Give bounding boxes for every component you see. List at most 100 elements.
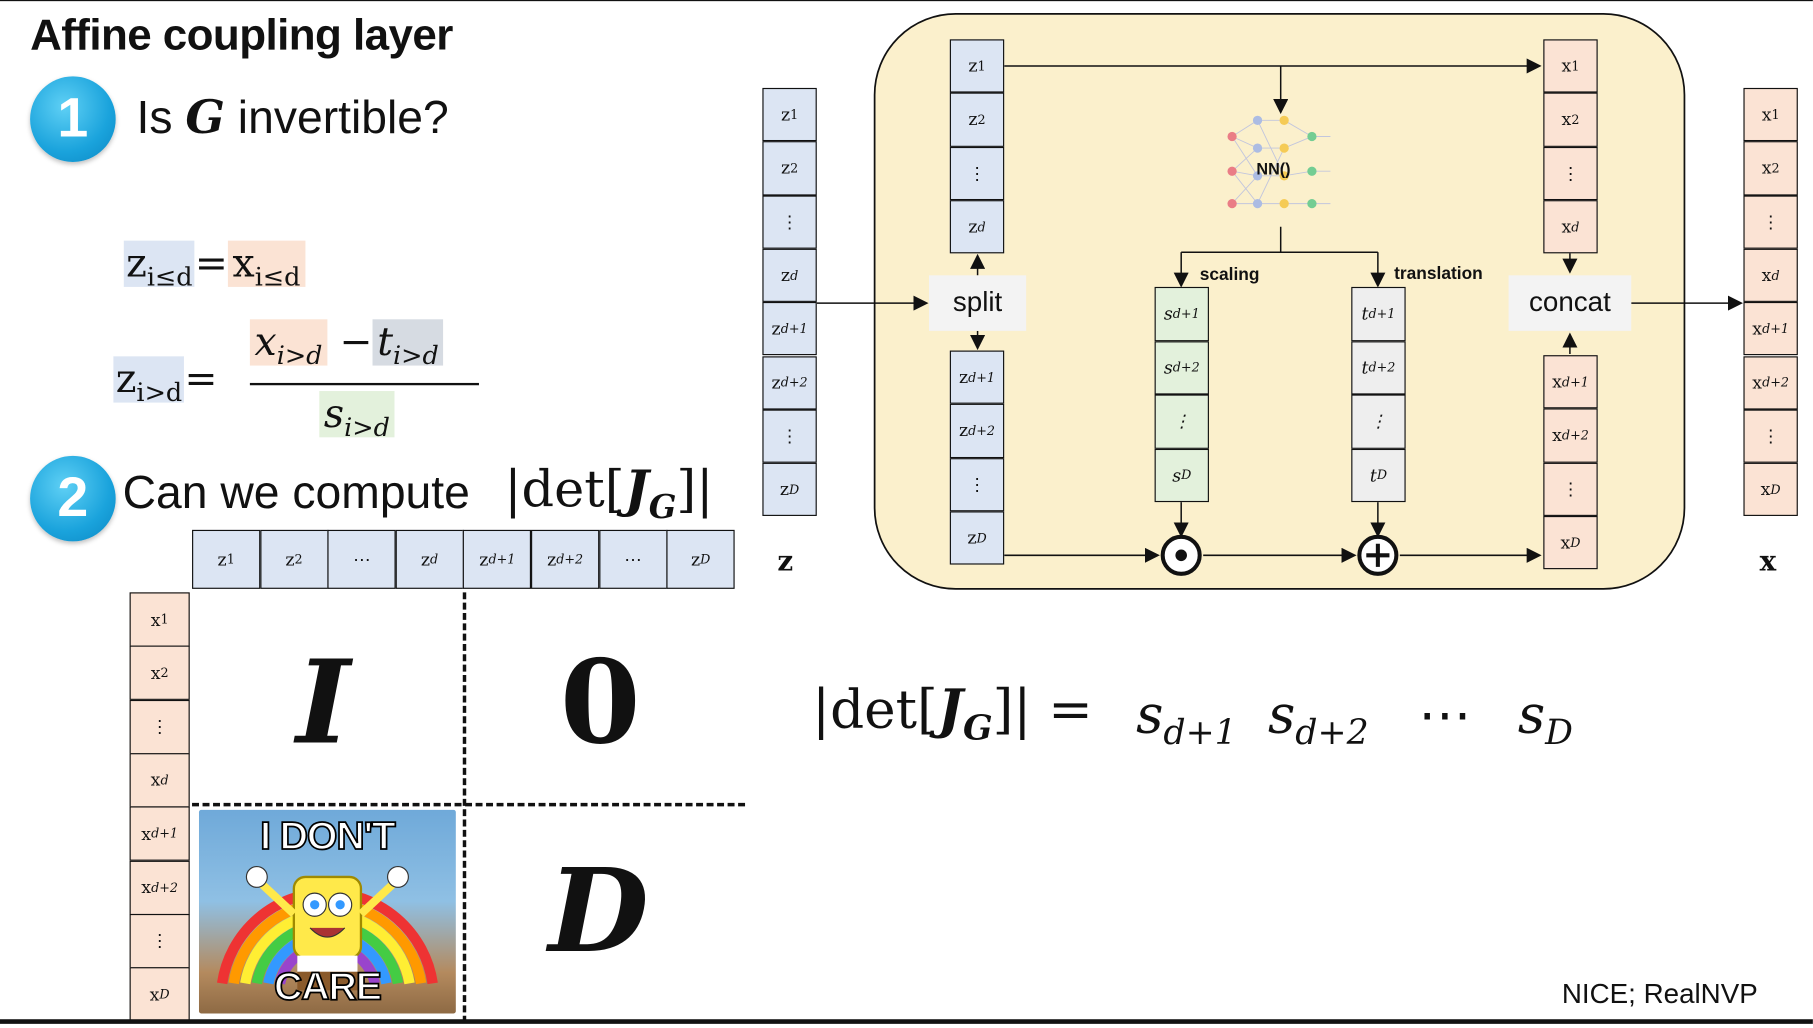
equation-2-numerator: xi>d −ti>d bbox=[249, 319, 444, 371]
determinant-term: sd+1 bbox=[1136, 682, 1237, 754]
step-1-badge: 1 bbox=[30, 76, 116, 162]
z-vector-label: z bbox=[777, 543, 794, 578]
meme-image: I DON'T CARE bbox=[198, 809, 456, 1014]
question-1-symbol: G bbox=[185, 90, 225, 145]
jacobian-row-header: ⋮ bbox=[129, 913, 190, 969]
equation-2-lhs: zi>d= bbox=[113, 356, 217, 408]
top-border bbox=[0, 0, 1813, 2]
question-1-prefix: Is bbox=[136, 92, 173, 144]
equation-2-denominator: si>d bbox=[319, 391, 395, 443]
jacobian-col-header: ⋯ bbox=[327, 529, 396, 589]
determinant-result: |det[JG]| = bbox=[812, 677, 1093, 749]
step-2-badge: 2 bbox=[30, 455, 116, 542]
identity-block: I bbox=[296, 633, 351, 771]
question-2-det: |det[JG]| bbox=[504, 460, 714, 527]
slide-title: Affine coupling layer bbox=[30, 11, 453, 61]
concat-operation: concat bbox=[1508, 275, 1632, 331]
concat-x-top-cell: ⋮ bbox=[1543, 146, 1598, 201]
citation: NICE; RealNVP bbox=[1561, 978, 1758, 1010]
elementwise-add-icon bbox=[1357, 534, 1399, 576]
determinant-term: ⋯ bbox=[1418, 682, 1472, 746]
x-vector-label: x bbox=[1759, 543, 1777, 578]
meme-bottom-text: CARE bbox=[273, 964, 383, 1010]
split-operation: split bbox=[928, 275, 1027, 331]
determinant-term: sd+2 bbox=[1267, 682, 1369, 754]
meme-top-text: I DON'T bbox=[259, 814, 396, 860]
s-vector-cell: ⋮ bbox=[1154, 394, 1209, 449]
equation-1: zi≤d=xi≤d bbox=[123, 236, 306, 306]
split-z-top-cell: ⋮ bbox=[949, 146, 1005, 201]
x-vector-cell: ⋮ bbox=[1743, 195, 1798, 249]
fraction-bar bbox=[249, 382, 479, 386]
eq1-lhs: zi≤d bbox=[123, 240, 195, 292]
zero-block: 0 bbox=[559, 633, 641, 771]
eq1-equals: = bbox=[194, 240, 228, 287]
t-vector-cell: ⋮ bbox=[1351, 394, 1406, 449]
jacobian-vertical-divider bbox=[462, 592, 467, 1023]
diagonal-block: D bbox=[548, 842, 649, 979]
neural-network-icon bbox=[1227, 115, 1331, 209]
coupling-layer-box bbox=[873, 13, 1686, 590]
split-z-bottom-cell: ⋮ bbox=[949, 457, 1005, 512]
question-1: Is G invertible? bbox=[137, 90, 449, 144]
x-vector-cell: ⋮ bbox=[1743, 409, 1798, 463]
question-1-suffix: invertible? bbox=[237, 92, 449, 144]
translation-label: translation bbox=[1394, 263, 1483, 284]
question-2-text: Can we compute bbox=[122, 467, 470, 519]
z-vector-cell: ⋮ bbox=[762, 409, 817, 463]
concat-x-bottom-cell: ⋮ bbox=[1543, 462, 1598, 516]
nn-label: NN() bbox=[1256, 159, 1291, 179]
jacobian-horizontal-divider bbox=[192, 802, 746, 807]
scaling-label: scaling bbox=[1199, 264, 1260, 285]
determinant-term: sD bbox=[1517, 682, 1574, 754]
jacobian-col-header: ⋯ bbox=[598, 529, 668, 589]
elementwise-multiply-icon bbox=[1160, 534, 1202, 576]
spongebob-rainbow-icon bbox=[216, 865, 438, 991]
eq1-rhs: xi≤d bbox=[227, 240, 306, 292]
